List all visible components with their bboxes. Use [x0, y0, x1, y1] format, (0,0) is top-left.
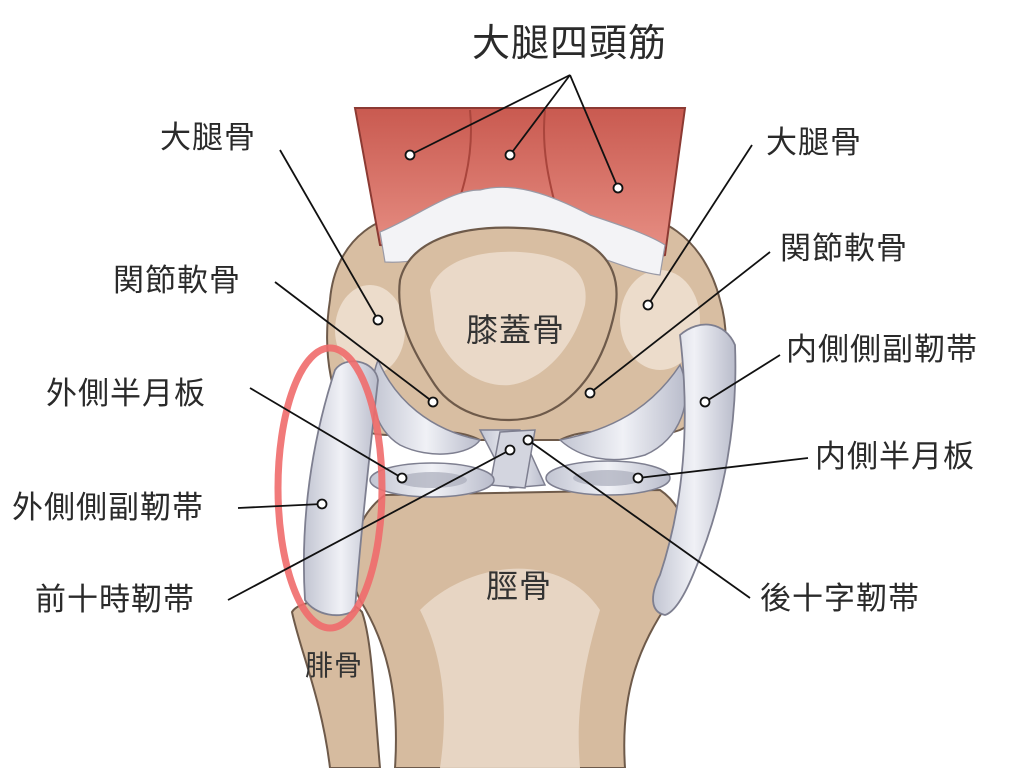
leader-lines [227, 74, 809, 601]
fibula-label: 腓骨 [305, 649, 364, 682]
femur-left-label: 大腿骨 [160, 120, 256, 156]
marker-quad-c [612, 182, 624, 194]
lateral-collateral-label: 外側側副靭帯 [12, 490, 204, 526]
marker-quad-b [504, 149, 516, 161]
leader-lateral-meniscus [249, 387, 403, 479]
femur-right-label: 大腿骨 [766, 125, 862, 161]
acl-label: 前十時靭帯 [35, 582, 195, 618]
medial-meniscus-label: 内側半月板 [815, 439, 975, 475]
leader-quad-b [509, 74, 571, 156]
lateral-meniscus-label: 外側半月板 [46, 376, 206, 412]
marker-lateral-collateral [316, 498, 328, 510]
medial-meniscus-inner [573, 470, 643, 486]
marker-pcl [522, 434, 534, 446]
leader-medial-meniscus [637, 457, 809, 479]
marker-acl [504, 444, 516, 456]
leader-markers [316, 149, 711, 510]
marker-cartilage-right [584, 387, 596, 399]
marker-medial-meniscus [632, 472, 644, 484]
leader-femur-left [279, 149, 379, 321]
femur-right-condyle-highlight [620, 270, 700, 370]
cartilage-left-label: 関節軟骨 [113, 263, 241, 299]
medial-collateral-shape [652, 323, 737, 616]
leader-pcl [527, 439, 751, 599]
marker-cartilage-left [427, 396, 439, 408]
leader-quad-c [569, 74, 619, 189]
femur-left-condyle-highlight [335, 285, 405, 375]
lateral-meniscus-inner [397, 472, 467, 488]
pcl-label: 後十字靭帯 [760, 581, 920, 617]
leader-cartilage-right [589, 251, 771, 394]
quadriceps-label: 大腿四頭筋 [472, 21, 668, 65]
leader-acl [227, 449, 511, 601]
marker-lateral-meniscus [396, 472, 408, 484]
leader-quad-a [409, 74, 571, 156]
marker-femur-right [642, 299, 654, 311]
patella-highlight [430, 251, 586, 386]
leader-lateral-collateral [237, 503, 323, 509]
leader-medial-collateral [704, 354, 781, 403]
marker-medial-collateral [699, 396, 711, 408]
tibia-highlight [420, 568, 600, 768]
highlight-ring [274, 344, 386, 632]
cartilage-right-label: 関節軟骨 [780, 231, 908, 267]
medial-collateral-label: 内側側副靭帯 [786, 332, 978, 368]
patella-label: 膝蓋骨 [466, 311, 566, 349]
marker-quad-a [404, 149, 416, 161]
leader-femur-right [647, 144, 753, 306]
marker-femur-left [372, 314, 384, 326]
tibia-label: 脛骨 [486, 567, 553, 605]
leader-cartilage-left [274, 281, 434, 403]
